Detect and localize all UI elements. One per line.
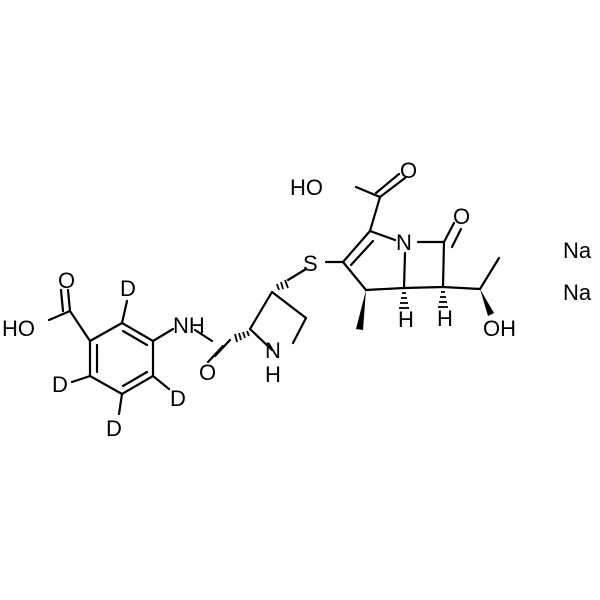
atom-label-hydrogen: H [398,307,414,332]
atom-label-oxygen: O [400,158,417,183]
bond [291,316,308,345]
bond [248,327,274,352]
bond-hash [399,292,409,309]
atom-label-hydroxyl: HO [2,316,35,341]
atom-label-oxygen: O [58,268,75,293]
bond [349,239,375,267]
bond [354,185,382,199]
atom-label-hydroxyl: OH [483,316,516,341]
atom-label-hydroxyl: HO [290,175,323,200]
bond [120,374,155,396]
bond [341,260,368,292]
bond [441,285,482,291]
bond [121,370,149,388]
bond [206,344,225,364]
bond [441,240,446,289]
bond [341,229,372,264]
bond [368,229,397,242]
atom-label-hydrogen: H [265,362,281,387]
bond [402,251,407,290]
counterion-sodium: Na [563,238,592,263]
bond [270,290,308,320]
bond [88,374,124,396]
bond [442,221,456,244]
bond [120,299,129,325]
bond [478,256,501,291]
bond [59,288,65,313]
atom-label-sulfur: S [303,251,318,276]
bond [70,374,92,384]
bond [193,328,214,343]
bond-hash [276,279,289,291]
atom-label-nitrogen: N [265,338,281,363]
bond [47,309,72,322]
atom-label-deuterium: D [106,416,122,441]
atom-label-deuterium: D [170,386,186,411]
atom-label-oxygen: O [453,204,470,229]
bond [88,321,124,343]
atom-label-nitrogen: N [396,230,412,255]
bond [151,327,175,343]
bond [402,285,445,290]
bond [121,329,149,347]
bond [120,321,155,343]
bond-hash [234,330,250,343]
bond [151,374,171,391]
bond [364,286,406,292]
atom-label-oxygen: O [199,360,216,385]
atom-label-hydrogen: H [437,306,453,331]
bond [117,392,124,416]
bond [66,288,72,313]
counterion-sodium: Na [563,280,592,305]
atom-label-amide-nh: NH [173,313,205,338]
bond-wedge [480,289,494,316]
bond [286,267,308,282]
bond-hash [438,291,448,308]
bond [378,176,407,199]
bond-wedge [356,290,366,330]
atom-label-deuterium: D [120,276,136,301]
atom-label-deuterium: D [52,372,68,397]
bond [374,172,401,195]
bond [248,290,274,331]
bond [68,309,92,343]
bond [450,227,463,249]
bond [368,195,382,233]
